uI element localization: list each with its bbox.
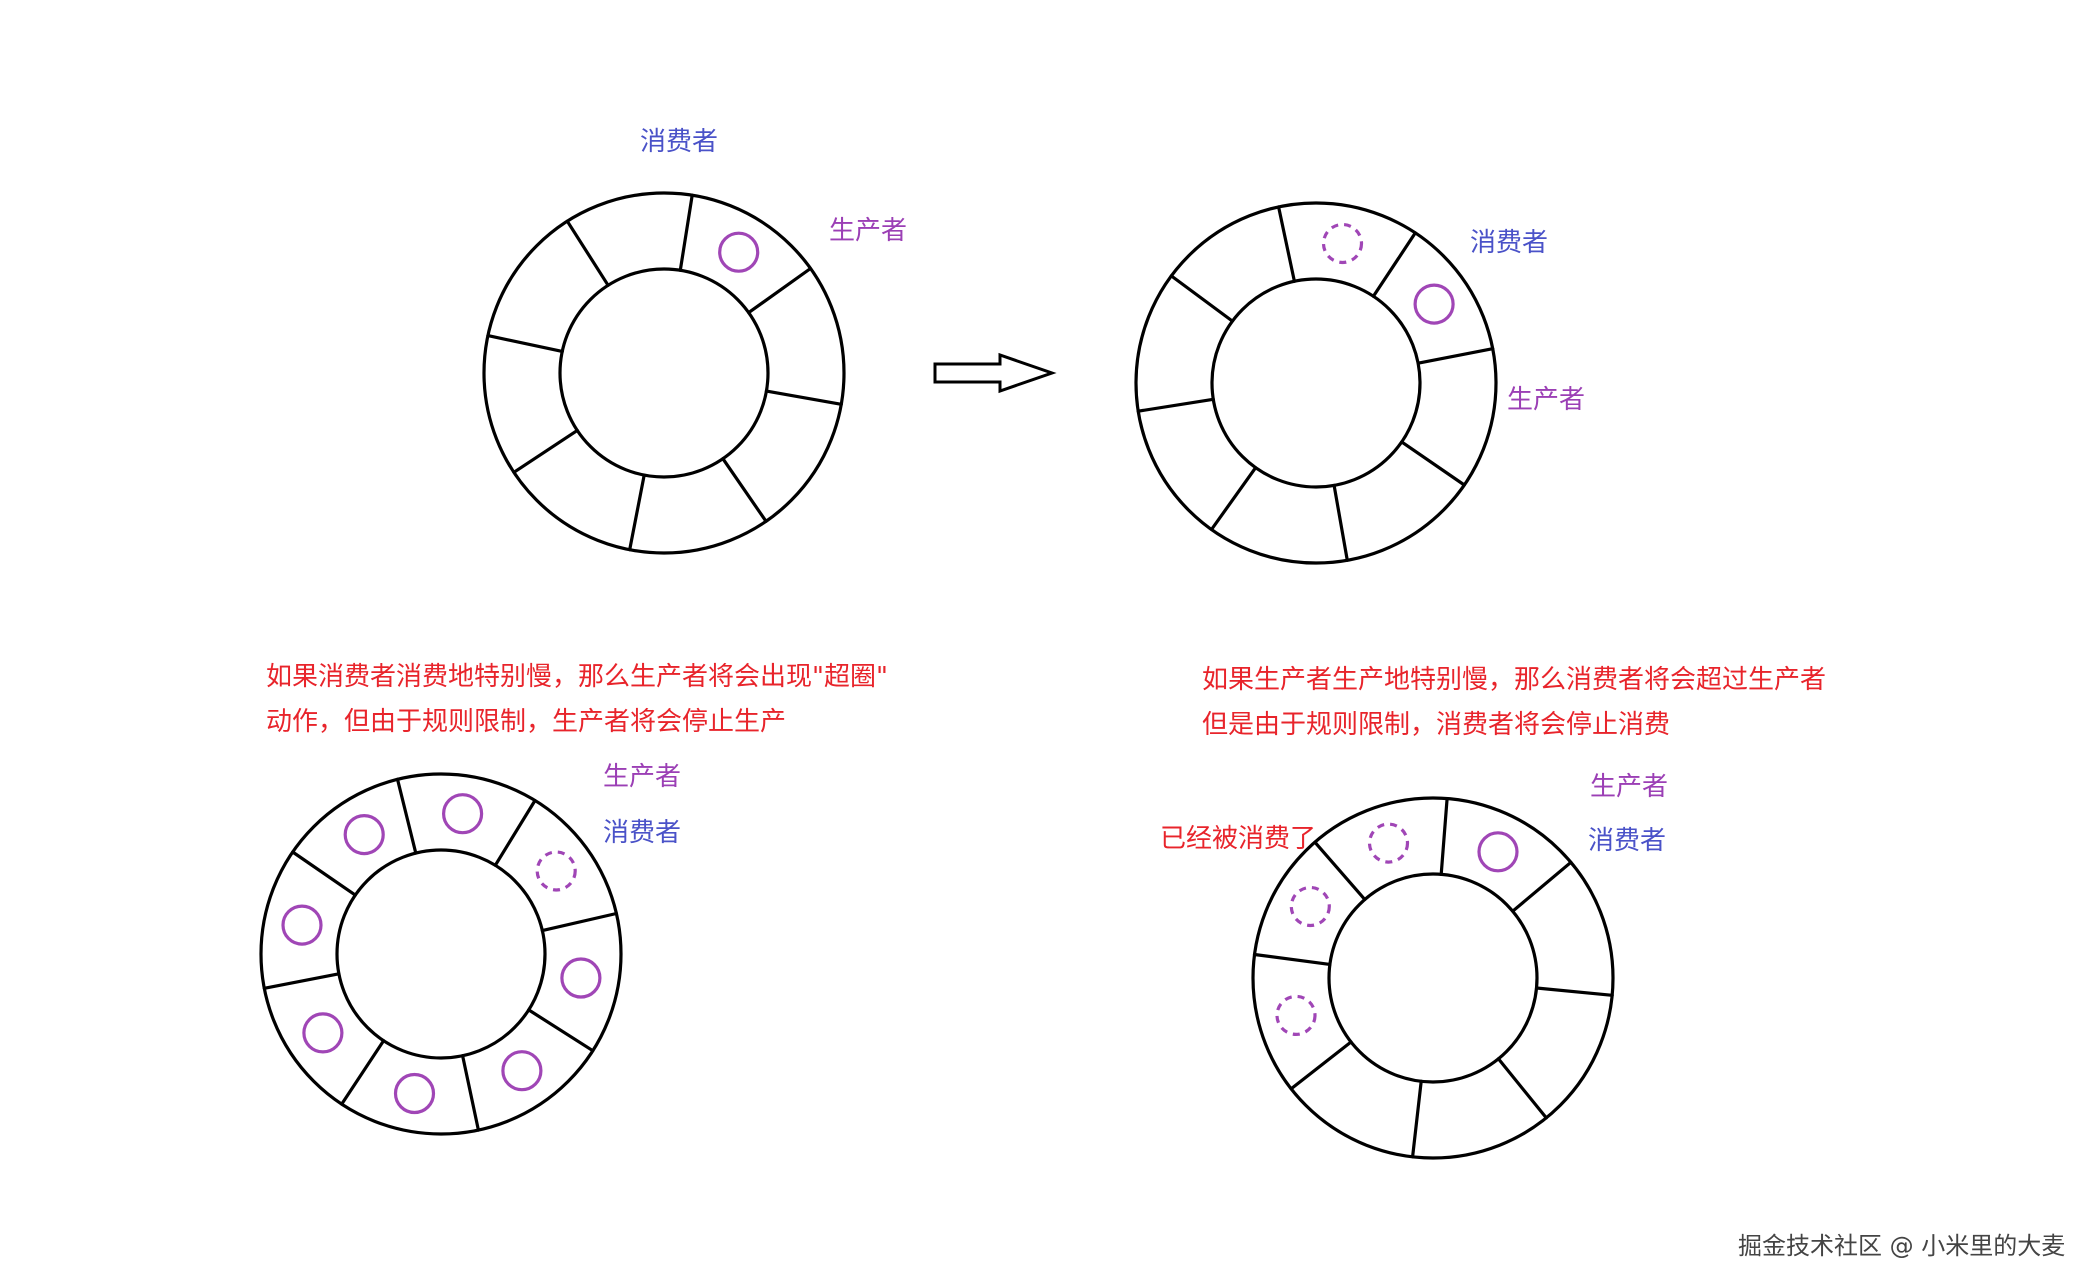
producer-label-top-left: 生产者 [829, 216, 908, 246]
slot-divider [527, 1008, 595, 1053]
ring-buffer-bottom-left [259, 772, 623, 1136]
filled-slot-token-icon [501, 1050, 543, 1092]
slot-divider [1400, 440, 1466, 487]
consumer-label-bottom-right: 消费者 [1588, 826, 1667, 856]
slot-divider [1209, 466, 1258, 532]
slot-divider [678, 193, 694, 272]
ring-buffer-top-right [1134, 201, 1498, 565]
ring-inner-edge [1327, 872, 1539, 1084]
consumer-label-top-left: 消费者 [640, 127, 719, 157]
ring-outer-edge [259, 772, 623, 1136]
slot-divider [512, 428, 579, 474]
consumer-label-bottom-left: 消费者 [603, 818, 682, 848]
slot-divider [1439, 796, 1449, 876]
filled-slot-token-icon [718, 231, 760, 273]
slot-divider [1289, 1040, 1353, 1091]
filled-slot-token-icon [442, 793, 484, 835]
consumed-slot-token-icon [1367, 822, 1410, 864]
slot-divider [493, 798, 537, 867]
slot-divider [262, 972, 341, 990]
ring-buffer-top-left [482, 191, 846, 555]
note-slow-producer: 如果生产者生产地特别慢，那么消费者将会超过生产者 但是由于规则限制，消费者将会停… [1202, 658, 1826, 748]
transition-arrow-icon [933, 352, 1057, 394]
slot-divider [1496, 1057, 1548, 1120]
slot-divider [540, 911, 619, 933]
slot-divider [1534, 986, 1614, 997]
filled-slot-token-icon [343, 813, 385, 856]
note-slow-consumer: 如果消费者消费地特别慢，那么生产者将会出现"超圈" 动作，但由于规则限制，生产者… [266, 655, 888, 745]
producer-label-top-right: 生产者 [1507, 385, 1586, 415]
ring-outer-edge [482, 191, 846, 555]
slot-divider [1332, 483, 1349, 562]
slot-divider [1511, 860, 1573, 913]
note-slow-consumer-line-2: 动作，但由于规则限制，生产者将会停止生产 [266, 707, 787, 737]
consumed-slot-token-icon [1275, 994, 1317, 1037]
slot-divider [1410, 1079, 1423, 1159]
ring-buffer-bottom-right [1251, 796, 1615, 1160]
slot-divider [747, 266, 813, 315]
consumed-slot-token-icon [1321, 222, 1364, 265]
filled-slot-token-icon [281, 904, 323, 946]
note-slow-producer-line-1: 如果生产者生产地特别慢，那么消费者将会超过生产者 [1202, 665, 1827, 695]
slot-divider [1136, 397, 1215, 413]
ring-outer-edge [1251, 796, 1615, 1160]
slot-divider [764, 389, 843, 406]
filled-slot-token-icon [1477, 831, 1519, 873]
slot-divider [1313, 840, 1367, 902]
filled-slot-token-icon [560, 957, 602, 999]
slot-divider [721, 457, 768, 523]
consumed-slot-token-icon [535, 850, 577, 892]
slot-divider [1371, 231, 1417, 298]
note-slow-producer-line-2: 但是由于规则限制，消费者将会停止消费 [1202, 710, 1671, 740]
slot-divider [486, 334, 564, 353]
consumed-slot-token-icon [1289, 885, 1331, 928]
slot-divider [565, 219, 610, 287]
slot-divider [1252, 952, 1332, 967]
slot-divider [461, 1054, 480, 1132]
slot-divider [1416, 347, 1495, 365]
ring-inner-edge [335, 848, 547, 1060]
slot-divider [395, 777, 418, 855]
slot-divider [1276, 205, 1297, 283]
ring-inner-edge [558, 267, 770, 479]
ring-outer-edge [1134, 201, 1498, 565]
slot-divider [291, 850, 357, 897]
filled-slot-token-icon [302, 1012, 344, 1054]
slot-divider [1169, 274, 1235, 323]
ring-inner-edge [1210, 277, 1422, 489]
consumed-marker-label: 已经被消费了 [1160, 824, 1317, 854]
slot-divider [340, 1039, 386, 1106]
note-slow-consumer-line-1: 如果消费者消费地特别慢，那么生产者将会出现"超圈" [266, 662, 888, 692]
slot-divider [628, 473, 646, 552]
watermark-text: 掘金技术社区 @ 小米里的大麦 [1738, 1232, 2066, 1260]
filled-slot-token-icon [1413, 283, 1455, 325]
producer-label-bottom-left: 生产者 [603, 762, 682, 792]
consumer-label-top-right: 消费者 [1470, 228, 1549, 258]
producer-label-bottom-right: 生产者 [1590, 772, 1669, 802]
filled-slot-token-icon [393, 1072, 436, 1115]
